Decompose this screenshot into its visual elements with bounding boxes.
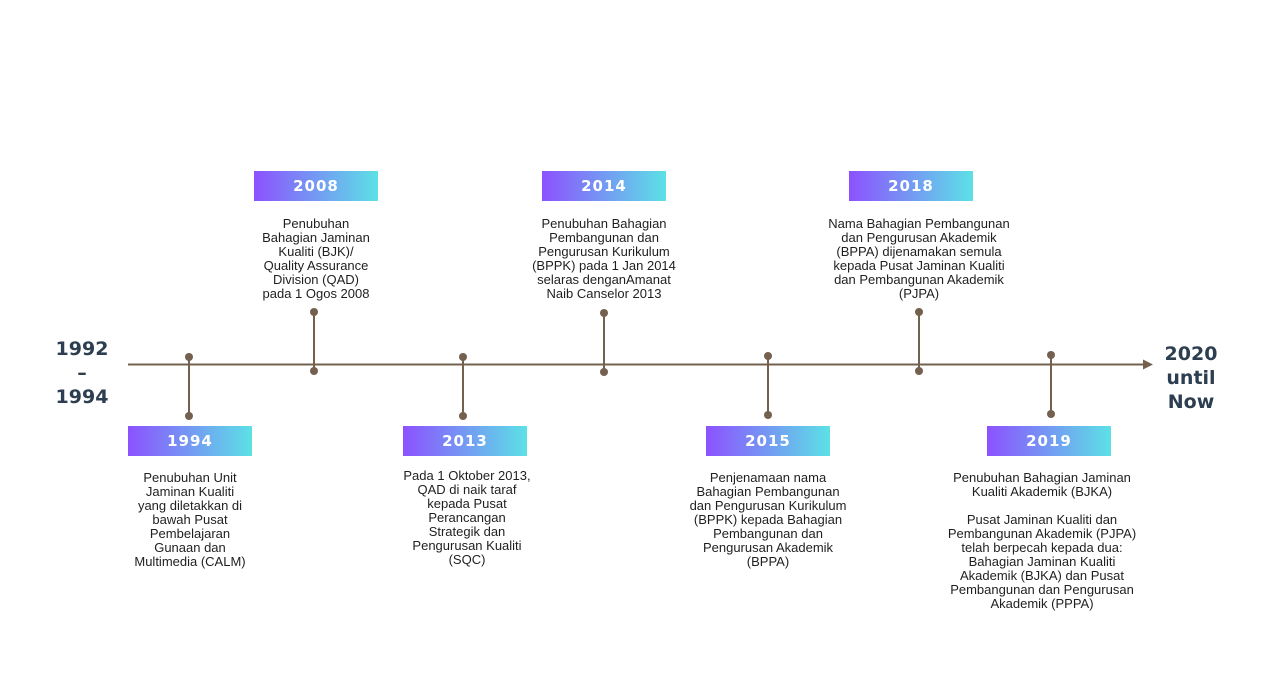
connector-dot-2013-top (459, 353, 467, 361)
connector-dot-2019-bottom (1047, 410, 1055, 418)
connector-dot-2014-top (600, 309, 608, 317)
event-description-2008: Penubuhan Bahagian Jaminan Kualiti (BJK)… (234, 217, 398, 301)
event-description-1994: Penubuhan Unit Jaminan Kualiti yang dile… (110, 471, 270, 569)
connector-dot-2014-bottom (600, 368, 608, 376)
event-text-2013: Pada 1 Oktober 2013, QAD di naik taraf k… (403, 468, 531, 567)
year-box-2008: 2008 (254, 171, 378, 201)
connector-dot-2008-top (310, 308, 318, 316)
year-box-2018: 2018 (849, 171, 973, 201)
event-text-2015: Penjenamaan nama Bahagian Pembangunan da… (689, 470, 847, 569)
event-description-2018: Nama Bahagian Pembangunan dan Pengurusan… (804, 217, 1034, 301)
year-label-1994: 1994 (167, 432, 213, 450)
event-text-2008: Penubuhan Bahagian Jaminan Kualiti (BJK)… (262, 216, 370, 301)
connector-dot-2018-top (915, 308, 923, 316)
timeline-end-label: 2020 until Now (1164, 343, 1218, 413)
year-label-2018: 2018 (888, 177, 934, 195)
connector-dot-2018-bottom (915, 367, 923, 375)
connector-dot-1994-top (185, 353, 193, 361)
year-label-2015: 2015 (745, 432, 791, 450)
event-text-2014: Penubuhan Bahagian Pembangunan dan Pengu… (532, 216, 676, 301)
year-box-2013: 2013 (403, 426, 527, 456)
event-text-1994: Penubuhan Unit Jaminan Kualiti yang dile… (134, 470, 246, 569)
year-box-2014: 2014 (542, 171, 666, 201)
event-description-2015: Penjenamaan nama Bahagian Pembangunan da… (666, 471, 870, 569)
connector-dot-2019-top (1047, 351, 1055, 359)
year-box-2019: 2019 (987, 426, 1111, 456)
timeline-arrowhead (1143, 359, 1153, 370)
connector-dot-1994-bottom (185, 412, 193, 420)
year-box-2015: 2015 (706, 426, 830, 456)
year-label-2013: 2013 (442, 432, 488, 450)
event-description-2013: Pada 1 Oktober 2013, QAD di naik taraf k… (382, 469, 552, 567)
year-label-2014: 2014 (581, 177, 627, 195)
year-label-2008: 2008 (293, 177, 339, 195)
connector-dot-2015-bottom (764, 411, 772, 419)
year-label-2019: 2019 (1026, 432, 1072, 450)
connector-dot-2013-bottom (459, 412, 467, 420)
event-text-2018: Nama Bahagian Pembangunan dan Pengurusan… (828, 216, 1010, 301)
event-description-2019: Penubuhan Bahagian Jaminan Kualiti Akade… (928, 471, 1156, 611)
timeline-start-label: 1992 – 1994 (55, 338, 109, 408)
event-description-2014: Penubuhan Bahagian Pembangunan dan Pengu… (508, 217, 700, 301)
event-text-2019-a: Penubuhan Bahagian Jaminan Kualiti Akade… (953, 470, 1131, 499)
year-box-1994: 1994 (128, 426, 252, 456)
event-text-2019-b: Pusat Jaminan Kualiti dan Pembangunan Ak… (947, 512, 1137, 611)
connector-dot-2008-bottom (310, 367, 318, 375)
connector-dot-2015-top (764, 352, 772, 360)
